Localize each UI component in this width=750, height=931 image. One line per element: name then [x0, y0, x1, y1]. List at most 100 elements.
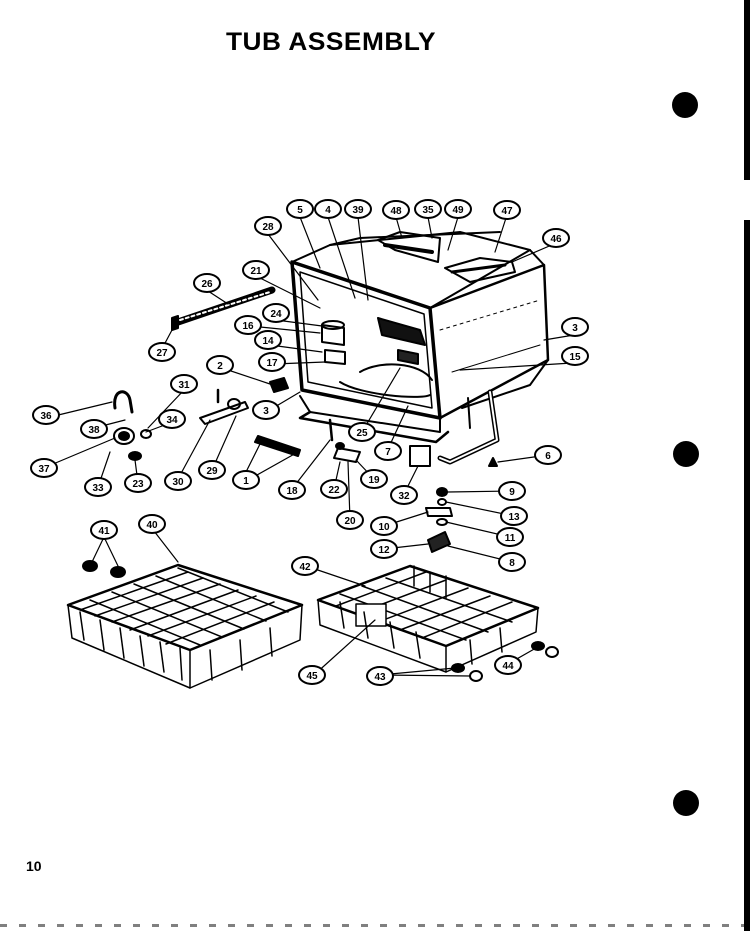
page-number: 10: [26, 858, 42, 874]
svg-text:45: 45: [306, 671, 318, 682]
svg-text:2: 2: [217, 361, 223, 372]
svg-text:27: 27: [156, 348, 168, 359]
svg-text:30: 30: [172, 477, 184, 488]
svg-text:44: 44: [502, 661, 514, 672]
callout-47: 47: [493, 200, 521, 220]
svg-text:17: 17: [266, 358, 278, 369]
callout-43: 43: [366, 666, 394, 686]
page-edge: [744, 0, 750, 931]
svg-text:9: 9: [509, 487, 515, 498]
svg-text:15: 15: [569, 352, 581, 363]
callout-1: 1: [232, 470, 260, 490]
svg-text:49: 49: [452, 205, 464, 216]
svg-text:35: 35: [422, 205, 434, 216]
small-parts: [113, 377, 498, 553]
svg-text:42: 42: [299, 562, 311, 573]
rail-illustration: [171, 286, 276, 331]
binder-hole-top: [672, 92, 698, 118]
callout-7: 7: [374, 441, 402, 461]
callout-24: 24: [262, 303, 290, 323]
svg-text:20: 20: [344, 516, 356, 527]
callout-30: 30: [164, 471, 192, 491]
callout-49: 49: [444, 199, 472, 219]
callout-31: 31: [170, 374, 198, 394]
callout-22: 22: [320, 479, 348, 499]
svg-text:19: 19: [368, 475, 380, 486]
svg-text:18: 18: [286, 486, 298, 497]
svg-text:22: 22: [328, 485, 340, 496]
callout-36: 36: [32, 405, 60, 425]
callout-21: 21: [242, 260, 270, 280]
callout-20: 20: [336, 510, 364, 530]
lower-rack-illustration: [66, 563, 304, 689]
callout-38: 38: [80, 419, 108, 439]
callout-46: 46: [542, 228, 570, 248]
rack-wheels-41: [82, 560, 126, 578]
callout-12: 12: [370, 539, 398, 559]
callout-5: 5: [286, 199, 314, 219]
callout-29: 29: [198, 460, 226, 480]
svg-text:43: 43: [374, 672, 386, 683]
svg-text:5: 5: [297, 205, 303, 216]
callout-23: 23: [124, 473, 152, 493]
callout-2: 2: [206, 355, 234, 375]
callout-group: 5 4 39 48 35 49 47 28 46 21 26 24 3 16 2…: [30, 199, 589, 686]
callout-39: 39: [344, 199, 372, 219]
svg-text:31: 31: [178, 380, 190, 391]
callout-27: 27: [148, 342, 176, 362]
callout-14: 14: [254, 330, 282, 350]
callout-18: 18: [278, 480, 306, 500]
tub-illustration: [290, 231, 550, 467]
svg-text:21: 21: [250, 266, 262, 277]
svg-text:13: 13: [508, 512, 520, 523]
svg-text:1: 1: [243, 476, 249, 487]
svg-text:3: 3: [572, 323, 578, 334]
callout-33: 33: [84, 477, 112, 497]
svg-text:3: 3: [263, 406, 269, 417]
callout-34: 34: [158, 409, 186, 429]
callout-13: 13: [500, 506, 528, 526]
svg-text:29: 29: [206, 466, 218, 477]
leader-lines: [45, 216, 575, 677]
svg-text:16: 16: [242, 321, 254, 332]
svg-text:41: 41: [98, 526, 110, 537]
svg-text:10: 10: [378, 522, 390, 533]
callout-35: 35: [414, 199, 442, 219]
svg-text:32: 32: [398, 491, 410, 502]
callout-45: 45: [298, 665, 326, 685]
callout-11: 11: [496, 527, 524, 547]
svg-text:46: 46: [550, 234, 562, 245]
diagram-title: TUB ASSEMBLY: [226, 28, 437, 56]
callout-3-left: 3: [252, 400, 280, 420]
svg-text:36: 36: [40, 411, 52, 422]
callout-37: 37: [30, 458, 58, 478]
binder-hole-bottom: [673, 790, 699, 816]
callout-42: 42: [291, 556, 319, 576]
binder-hole-middle: [673, 441, 699, 467]
svg-text:48: 48: [390, 206, 402, 217]
svg-text:37: 37: [38, 464, 50, 475]
svg-text:8: 8: [509, 558, 515, 569]
callout-25: 25: [348, 422, 376, 442]
svg-text:26: 26: [201, 279, 213, 290]
callout-32: 32: [390, 485, 418, 505]
callout-40: 40: [138, 514, 166, 534]
callout-15: 15: [561, 346, 589, 366]
callout-16: 16: [234, 315, 262, 335]
svg-text:40: 40: [146, 520, 158, 531]
svg-text:23: 23: [132, 479, 144, 490]
callout-10: 10: [370, 516, 398, 536]
svg-text:11: 11: [505, 533, 516, 544]
scan-edge: [0, 924, 744, 927]
svg-text:39: 39: [352, 205, 364, 216]
svg-text:34: 34: [166, 415, 178, 426]
callout-28: 28: [254, 216, 282, 236]
upper-rack-illustration: [316, 564, 540, 673]
callout-48: 48: [382, 200, 410, 220]
svg-text:12: 12: [378, 545, 390, 556]
callout-6: 6: [534, 445, 562, 465]
callout-3-right: 3: [561, 317, 589, 337]
page-edge-gap: [744, 180, 750, 220]
